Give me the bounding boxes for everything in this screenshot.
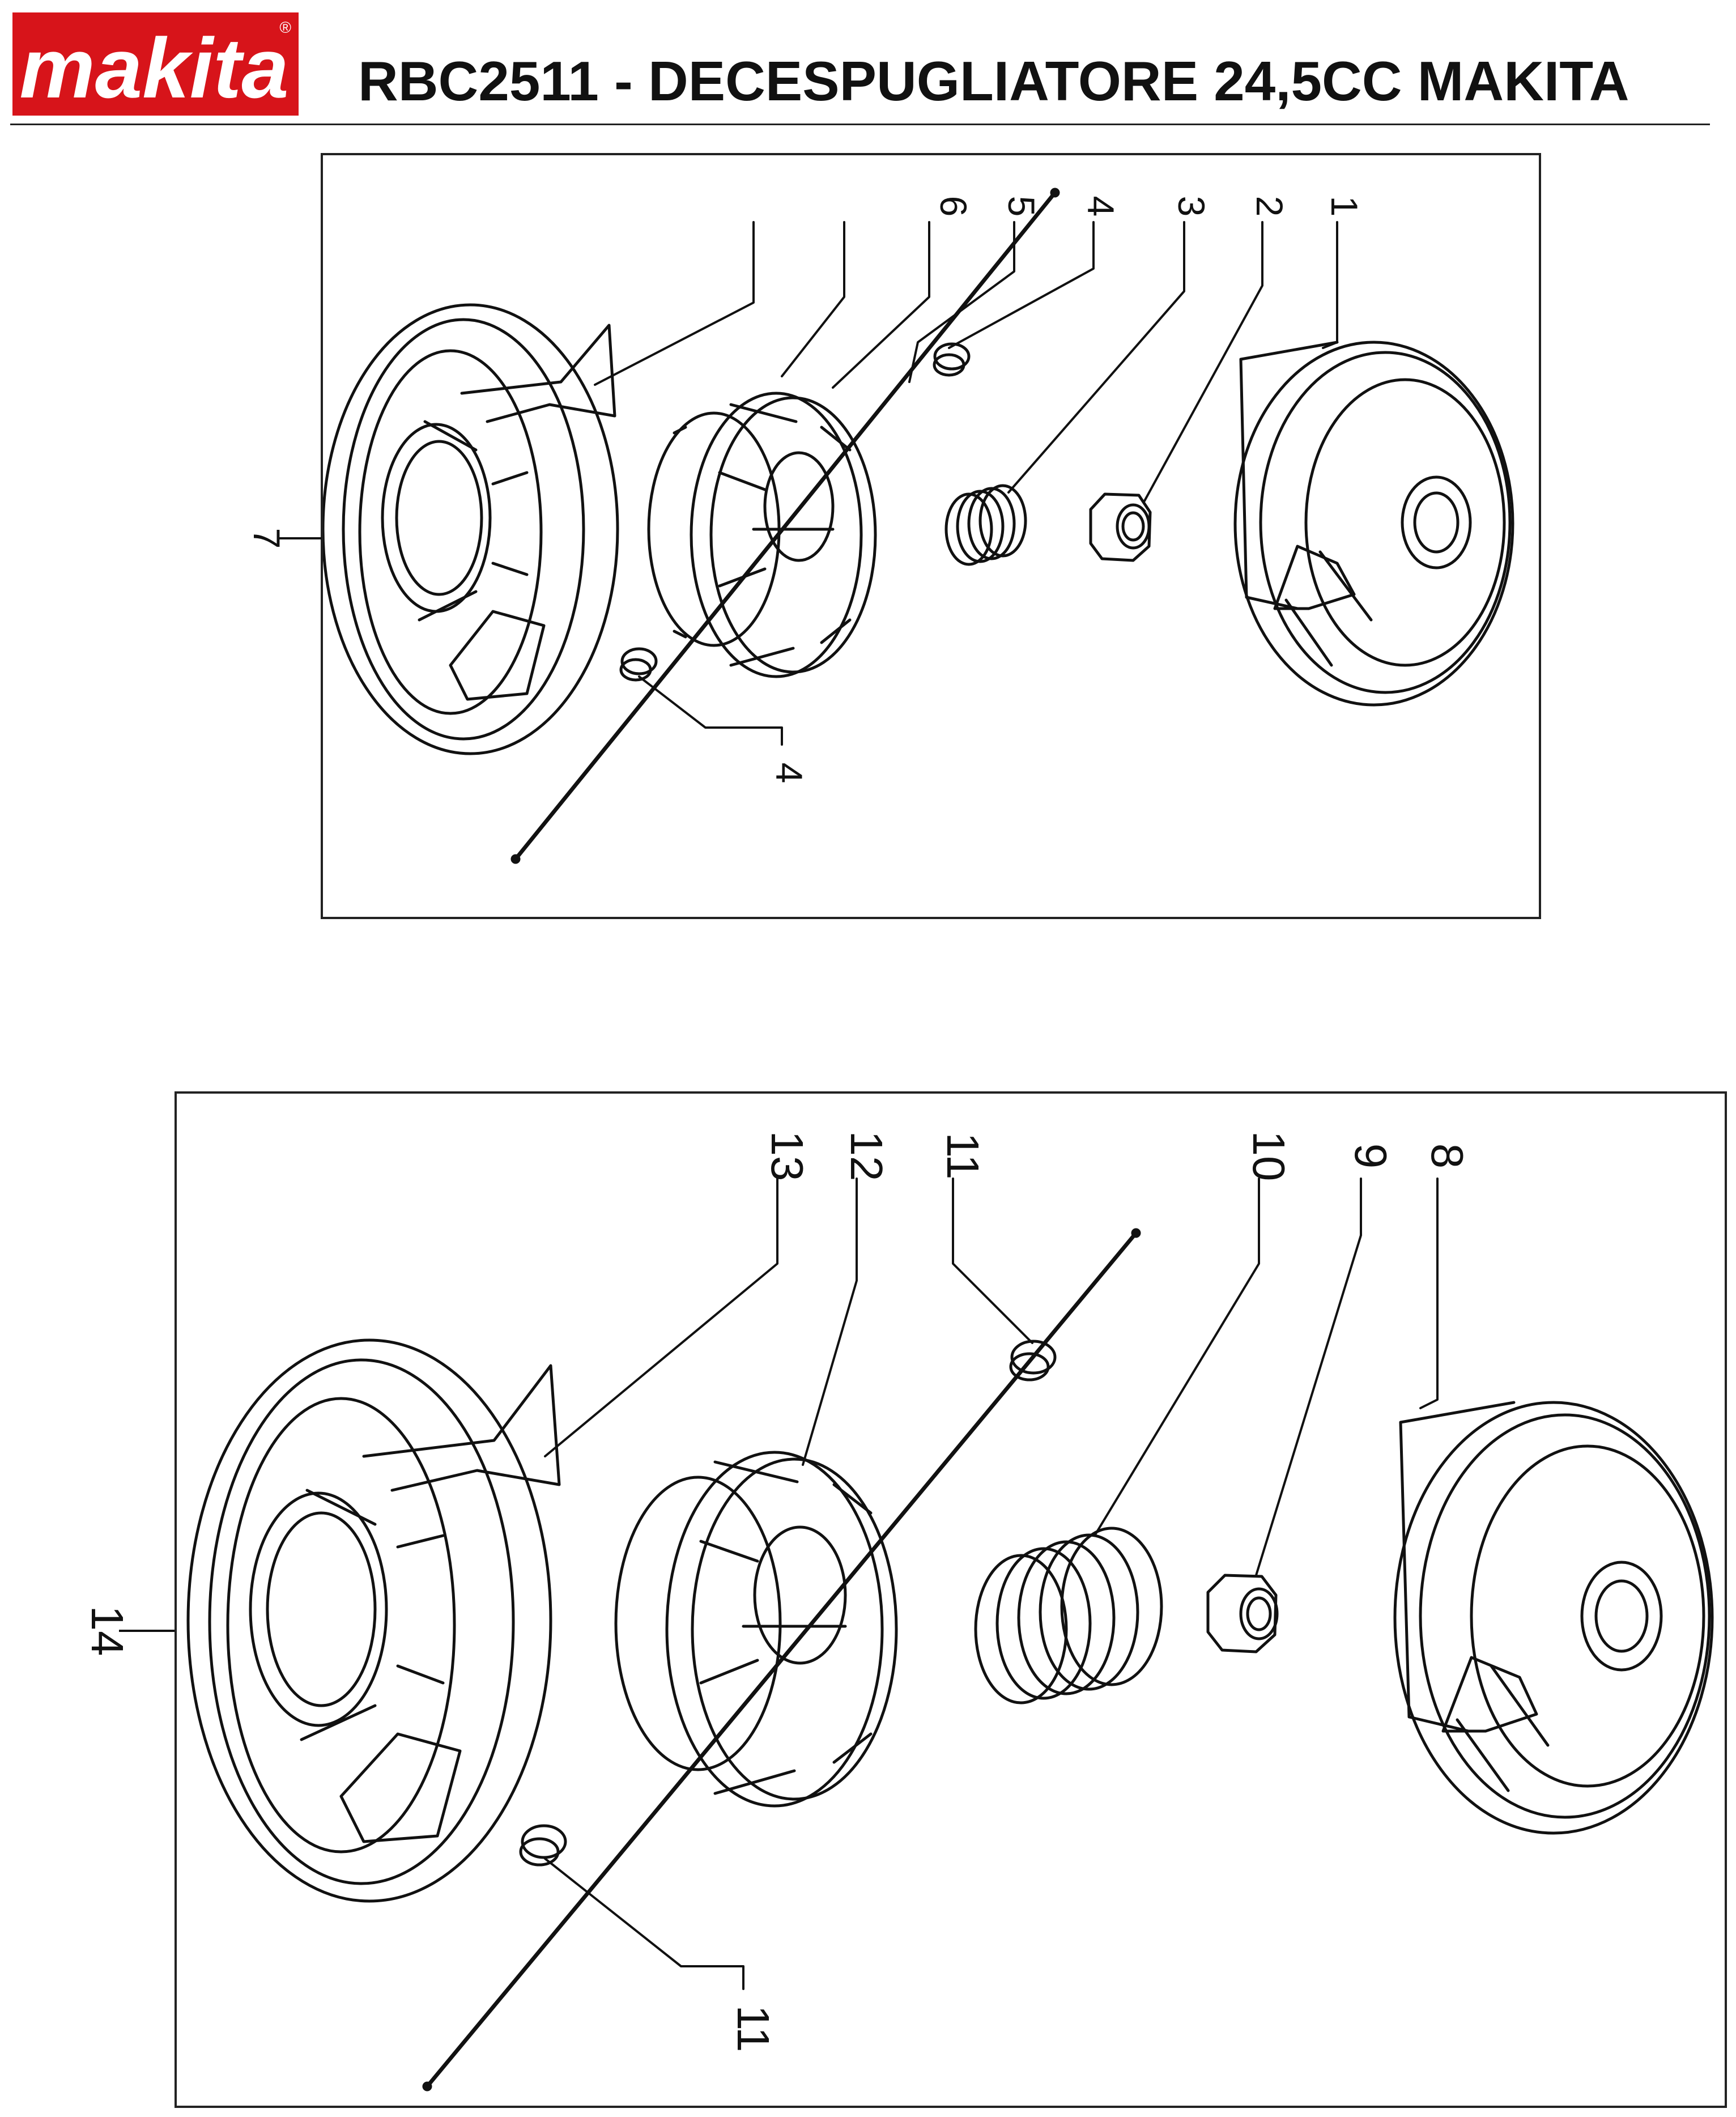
trimmer-line xyxy=(513,190,1057,861)
page-title: RBC2511 - DECESPUGLIATORE 24,5CC MAKITA xyxy=(358,50,1629,112)
bump-housing-part xyxy=(1393,1401,1714,1835)
callout-7-wrap: 7 xyxy=(246,528,322,549)
callout-14-wrap: 14 xyxy=(82,1606,175,1656)
spring-part xyxy=(944,484,1027,566)
diagram-bottom-svg: 8 9 10 11 12 13 11 xyxy=(186,1131,1714,2092)
callout-14: 14 xyxy=(82,1606,133,1656)
callout-leaders xyxy=(323,221,1338,746)
trimmer-line xyxy=(425,1231,1138,2089)
header-divider xyxy=(10,124,1710,125)
callout-8: 8 xyxy=(1422,1143,1473,1169)
callout-12: 12 xyxy=(841,1131,892,1181)
spool-part xyxy=(647,392,877,678)
spool-cover-part xyxy=(186,1338,561,1903)
callout-3: 3 xyxy=(1171,196,1212,217)
callout-7: 7 xyxy=(246,528,288,549)
exploded-diagram-top: 1 2 3 4 5 6 4 xyxy=(321,153,1541,919)
spool-cover-part xyxy=(323,303,619,755)
callout-10: 10 xyxy=(1244,1131,1294,1181)
grommet-bottom xyxy=(519,1824,567,1867)
callout-2: 2 xyxy=(1249,196,1291,217)
callout-9: 9 xyxy=(1346,1143,1396,1169)
grommet-top xyxy=(1009,1340,1057,1381)
callout-4b: 4 xyxy=(768,763,810,784)
callout-1: 1 xyxy=(1324,196,1365,217)
callout-11a: 11 xyxy=(938,1132,988,1179)
spool-part xyxy=(614,1451,898,1808)
callout-13: 13 xyxy=(762,1131,812,1181)
svg-text:®: ® xyxy=(279,19,291,36)
callout-4a: 4 xyxy=(1080,196,1122,217)
nut-part xyxy=(1206,1574,1279,1653)
exploded-diagram-bottom: 8 9 10 11 12 13 11 xyxy=(175,1091,1727,2108)
bump-housing-part xyxy=(1233,341,1514,707)
diagram-top-svg: 1 2 3 4 5 6 4 xyxy=(323,188,1514,864)
nut-part xyxy=(1089,492,1152,562)
svg-text:makita: makita xyxy=(19,20,288,116)
makita-logo: makita ® xyxy=(12,12,299,116)
callout-6: 6 xyxy=(933,196,975,217)
callout-5: 5 xyxy=(1001,196,1043,217)
spring-part xyxy=(974,1527,1163,1704)
callout-11b: 11 xyxy=(728,2005,778,2052)
grommet-bottom xyxy=(619,647,658,682)
grommet-top xyxy=(933,342,971,377)
